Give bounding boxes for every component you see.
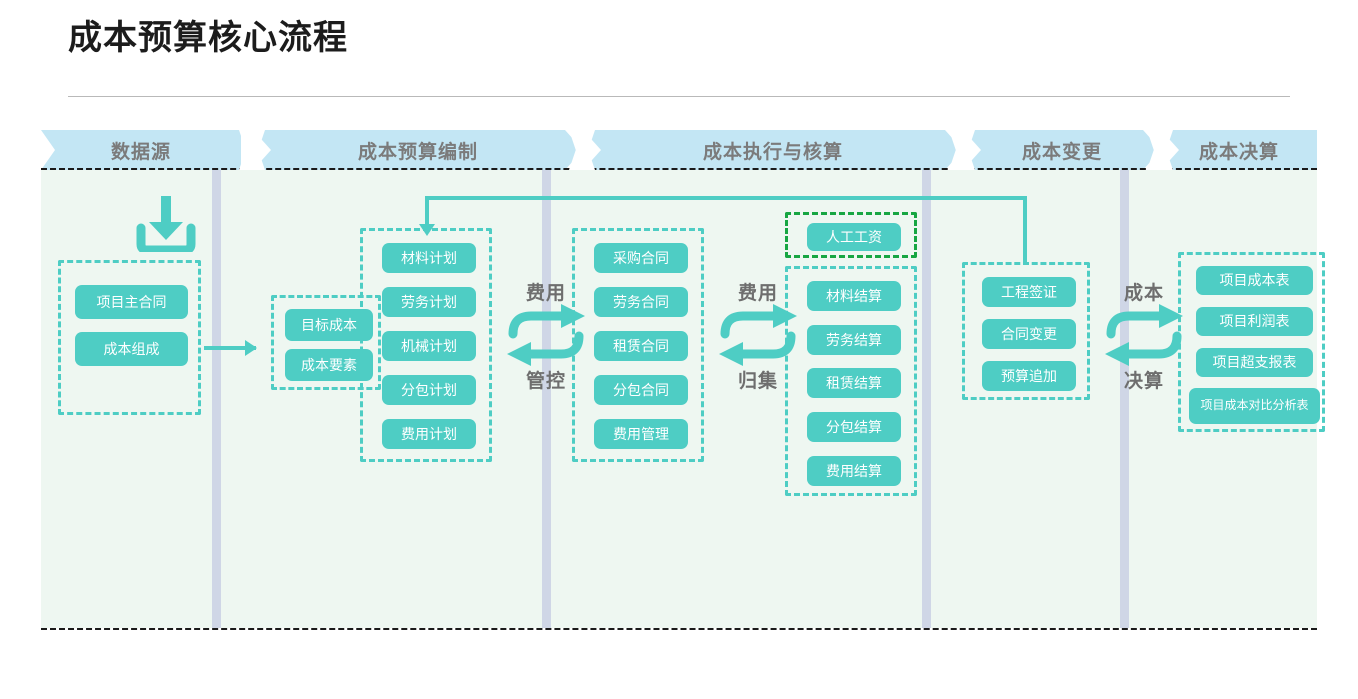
pill-subcontract-settlement[interactable]: 分包结算 — [807, 412, 901, 442]
phase-label: 成本变更 — [1021, 141, 1102, 163]
pill-project-profit-sheet[interactable]: 项目利润表 — [1196, 307, 1313, 336]
group-labor-wage: 人工工资 — [785, 212, 917, 258]
cycle-top-label: 成本 — [1123, 283, 1164, 304]
column-separator — [212, 170, 221, 628]
download-icon — [136, 196, 196, 252]
pill-project-cost-comparison-report[interactable]: 项目成本对比分析表 — [1189, 388, 1320, 424]
phase-chevron-budget-prep[interactable]: 成本预算编制 — [253, 130, 583, 170]
phase-header-bar: 数据源 成本预算编制 成本执行与核算 成本变更 成本决算 — [41, 130, 1317, 170]
pill-engineering-certificate[interactable]: 工程签证 — [982, 277, 1076, 307]
group-settlements: 材料结算 劳务结算 租赁结算 分包结算 费用结算 — [785, 266, 917, 496]
group-target-cost: 目标成本 成本要素 — [271, 295, 381, 390]
pill-labor-contract[interactable]: 劳务合同 — [594, 287, 688, 317]
band-bottom-dashed-rule — [41, 627, 1317, 630]
pill-project-main-contract[interactable]: 项目主合同 — [75, 285, 188, 319]
pill-expense-management[interactable]: 费用管理 — [594, 419, 688, 449]
pill-cost-composition[interactable]: 成本组成 — [75, 332, 188, 366]
pill-subcontract-contract[interactable]: 分包合同 — [594, 375, 688, 405]
pill-machinery-plan[interactable]: 机械计划 — [382, 331, 476, 361]
cycle-bottom-label: 决算 — [1123, 371, 1164, 392]
pill-purchase-contract[interactable]: 采购合同 — [594, 243, 688, 273]
pill-labor-settlement[interactable]: 劳务结算 — [807, 325, 901, 355]
band-top-dashed-rule — [41, 168, 1317, 171]
pill-project-overrun-report[interactable]: 项目超支报表 — [1196, 348, 1313, 377]
phase-chevron-cost-change[interactable]: 成本变更 — [963, 130, 1161, 170]
pill-material-settlement[interactable]: 材料结算 — [807, 281, 901, 311]
phase-chevron-data-source[interactable]: 数据源 — [41, 130, 241, 170]
column-separator — [542, 170, 551, 628]
pill-contract-change[interactable]: 合同变更 — [982, 319, 1076, 349]
pill-project-cost-sheet[interactable]: 项目成本表 — [1196, 266, 1313, 295]
group-contracts: 采购合同 劳务合同 租赁合同 分包合同 费用管理 — [572, 228, 704, 462]
group-reports: 项目成本表 项目利润表 项目超支报表 项目成本对比分析表 — [1178, 252, 1325, 432]
phase-chevron-final-account[interactable]: 成本决算 — [1161, 130, 1317, 170]
group-cost-changes: 工程签证 合同变更 预算追加 — [962, 262, 1090, 400]
cycle-bottom-label: 管控 — [525, 371, 566, 392]
feedback-arrow-head — [419, 224, 435, 236]
pill-budget-addition[interactable]: 预算追加 — [982, 361, 1076, 391]
group-data-source: 项目主合同 成本组成 — [58, 260, 201, 415]
arrow-source-to-target — [204, 340, 257, 356]
pill-expense-plan[interactable]: 费用计划 — [382, 419, 476, 449]
pill-labor-plan[interactable]: 劳务计划 — [382, 287, 476, 317]
pill-material-plan[interactable]: 材料计划 — [382, 243, 476, 273]
phase-label: 数据源 — [110, 141, 171, 163]
pill-subcontract-plan[interactable]: 分包计划 — [382, 375, 476, 405]
cycle-change-report: 成本 决算 — [1101, 283, 1187, 392]
cycle-top-label: 费用 — [525, 283, 566, 304]
pill-target-cost[interactable]: 目标成本 — [285, 309, 373, 341]
pill-cost-element[interactable]: 成本要素 — [285, 349, 373, 381]
group-cost-plans: 材料计划 劳务计划 机械计划 分包计划 费用计划 — [360, 228, 492, 462]
pill-lease-settlement[interactable]: 租赁结算 — [807, 368, 901, 398]
flow-band: 项目主合同 成本组成 目标成本 成本要素 材料计划 劳务计划 机械计划 分包计划… — [41, 170, 1325, 628]
page-title: 成本预算核心流程 — [68, 19, 348, 57]
title-divider — [68, 96, 1290, 97]
pill-labor-wage[interactable]: 人工工资 — [807, 223, 901, 251]
pill-lease-contract[interactable]: 租赁合同 — [594, 331, 688, 361]
phase-label: 成本决算 — [1198, 141, 1279, 163]
pill-expense-settlement[interactable]: 费用结算 — [807, 456, 901, 486]
cycle-top-label: 费用 — [737, 283, 778, 304]
phase-label: 成本预算编制 — [357, 141, 478, 163]
feedback-line-horizontal — [425, 196, 1027, 200]
phase-chevron-execution[interactable]: 成本执行与核算 — [583, 130, 963, 170]
column-separator — [922, 170, 931, 628]
feedback-line-left-vertical — [425, 196, 429, 226]
chevron-divider — [239, 130, 265, 170]
feedback-line-right-vertical — [1023, 196, 1027, 264]
phase-label: 成本执行与核算 — [702, 141, 843, 163]
cycle-bottom-label: 归集 — [737, 371, 778, 392]
column-separator — [1120, 170, 1129, 628]
